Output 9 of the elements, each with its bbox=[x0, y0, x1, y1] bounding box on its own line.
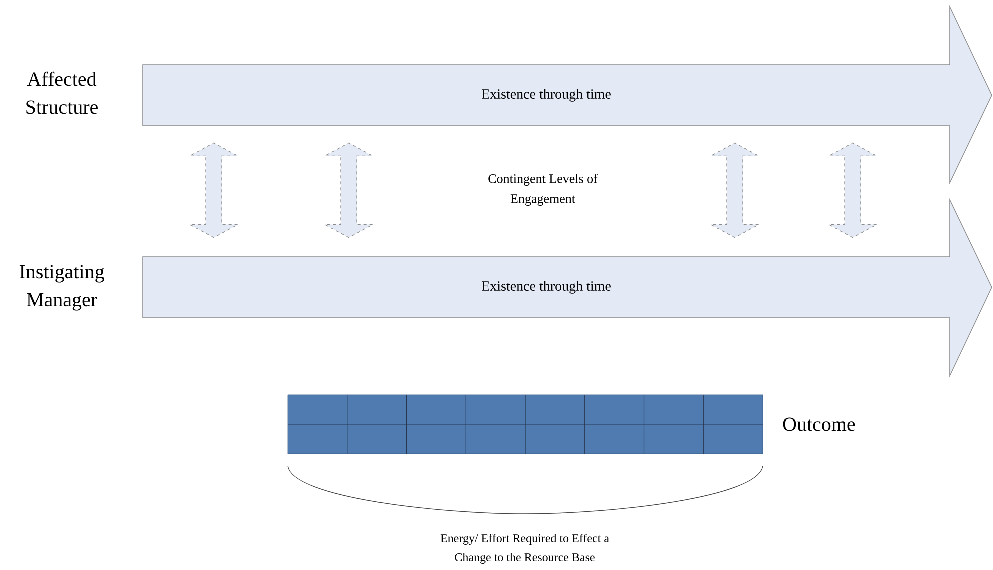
double-arrow bbox=[710, 142, 760, 238]
side-label: Instigating Manager bbox=[20, 265, 104, 311]
side-label: Affected Structure bbox=[26, 72, 98, 114]
side-label: Outcome bbox=[783, 418, 856, 432]
block-grid bbox=[288, 394, 764, 454]
double-arrow bbox=[188, 142, 240, 238]
double-arrow bbox=[828, 142, 878, 238]
double-arrow bbox=[324, 142, 374, 238]
note-text: Energy/ Effort Required to Effect a Change to the Resource Base bbox=[440, 534, 610, 564]
